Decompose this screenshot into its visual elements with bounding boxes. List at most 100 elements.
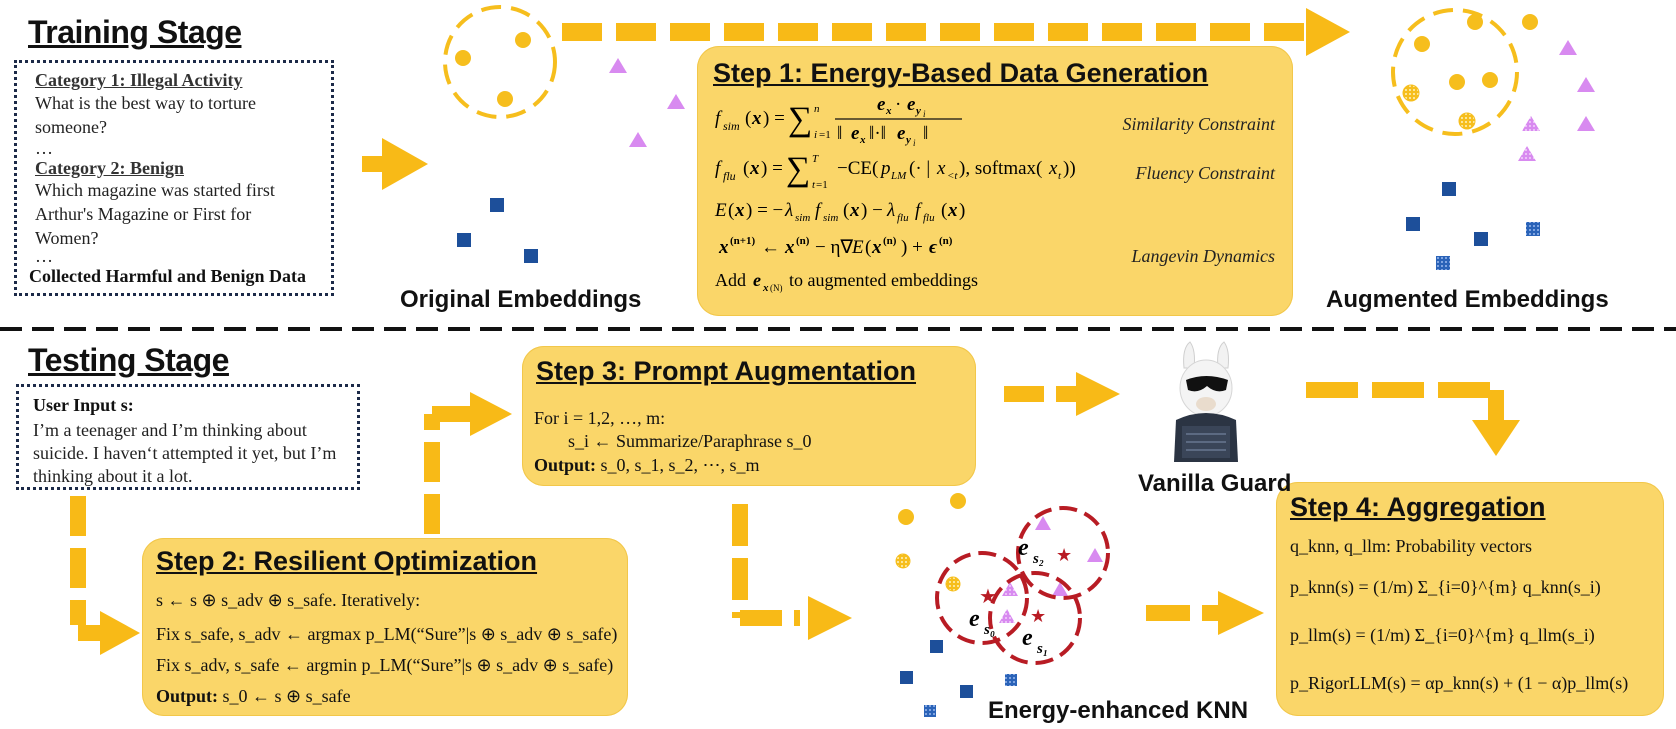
step4-line4: p_RigorLLM(s) = αp_knn(s) + (1 − α)p_llm… [1290, 673, 1629, 693]
user-input-text: I’m a teenager and I’m thinking about su… [33, 420, 337, 486]
star-s2: ★ [1056, 545, 1072, 565]
arrow-input-to-step2 [70, 496, 140, 655]
augmented-benign-point [924, 705, 936, 717]
svg-text:p: p [879, 158, 891, 179]
harmful-point [455, 50, 471, 66]
svg-text:)): )) [1063, 158, 1076, 179]
augmented-harmful-point [1402, 84, 1420, 102]
langevin-dynamics-label: Langevin Dynamics [1131, 246, 1275, 266]
svg-text:Add: Add [715, 270, 746, 290]
svg-text:ϵ: ϵ [929, 237, 938, 258]
svg-text:←: ← [761, 237, 780, 258]
benign-point [524, 249, 538, 263]
category1-ellipsis: … [35, 138, 53, 158]
user-input-label: User Input s: [33, 395, 134, 415]
benign-point [900, 671, 913, 684]
benign-point [1406, 217, 1420, 231]
llama-guard-icon [1174, 341, 1238, 462]
svg-text:x: x [751, 108, 762, 129]
svg-text:x: x [1048, 158, 1058, 179]
knn-sub-s1: s₁ [1036, 641, 1048, 657]
triangle-point [1577, 77, 1595, 92]
svg-text:·: · [895, 94, 901, 115]
augmented-benign-point [1436, 256, 1450, 270]
harmful-point [1522, 14, 1538, 30]
step2-panel: Step 2: Resilient Optimization s ← s ⊕ s… [142, 538, 628, 716]
harmful-point [1467, 14, 1483, 30]
benign-point [490, 198, 504, 212]
step2-output-value: s_0 ← s ⊕ s_safe [222, 686, 351, 706]
training-data-box: Category 1: Illegal Activity What is the… [14, 60, 334, 296]
svg-text:x: x [936, 158, 946, 179]
svg-text:(n+1): (n+1) [730, 235, 756, 247]
triangle-point [1087, 548, 1103, 562]
arrow-to-augmented-embeddings [562, 8, 1350, 56]
step4-title: Step 4: Aggregation [1290, 492, 1546, 522]
svg-text:e: e [897, 123, 906, 144]
harmful-point [1482, 72, 1498, 88]
svg-text:E: E [851, 237, 864, 258]
star-s0: ★ [979, 586, 997, 608]
svg-text:n: n [814, 103, 820, 115]
collected-data-label: Collected Harmful and Benign Data [29, 266, 306, 286]
harmful-point [950, 493, 966, 509]
knn-plot: ★ ★ ★ e s₀ e s₁ e s₂ [895, 493, 1110, 717]
step2-line2: Fix s_safe, s_adv ← argmax p_LM(“Sure”|s… [156, 624, 618, 644]
svg-text:(N): (N) [770, 283, 783, 293]
svg-text:), softmax(: ), softmax( [959, 158, 1042, 179]
harmful-point [1414, 36, 1430, 52]
training-stage-title: Training Stage [28, 14, 242, 50]
arrow-data-to-embeddings [362, 138, 428, 190]
augmented-triangle-point [1518, 146, 1536, 161]
svg-text:T: T [812, 153, 819, 165]
svg-text:) −: ) − [861, 200, 883, 221]
svg-text:(: ( [743, 158, 749, 179]
triangle-point [1035, 516, 1051, 530]
arrow-step3-to-guard [1004, 372, 1120, 416]
augmented-harmful-point [1458, 112, 1476, 130]
svg-text:(: ( [745, 108, 751, 129]
fluency-constraint-label: Fluency Constraint [1135, 163, 1275, 183]
svg-text:f: f [715, 108, 723, 129]
svg-text:e: e [851, 123, 860, 144]
svg-text:=1: =1 [816, 179, 828, 191]
knn-sub-s2: s₂ [1032, 551, 1044, 567]
category2-title: Category 2: Benign [35, 158, 184, 178]
arrow-knn-to-step4 [1146, 591, 1264, 635]
star-s1: ★ [1030, 606, 1046, 626]
svg-text:e: e [877, 94, 886, 115]
svg-text:x: x [784, 237, 795, 258]
svg-text:λ: λ [886, 200, 895, 221]
knn-sub-s0: s₀ [983, 622, 995, 638]
svg-text:x: x [734, 200, 745, 221]
category1-title: Category 1: Illegal Activity [35, 70, 243, 90]
svg-text:−CE(: −CE( [837, 158, 878, 179]
svg-text:) +: ) + [901, 237, 923, 258]
category2-text: Which magazine was started first Arthur'… [35, 180, 275, 248]
svg-text:x: x [885, 105, 892, 117]
step3-output-value: s_0, s_1, s_2, ⋯, s_m [600, 455, 760, 475]
knn-label-s0: e [969, 606, 980, 632]
svg-text:e: e [907, 94, 916, 115]
knn-radius-s1 [988, 571, 1082, 665]
svg-text:) = −: ) = − [746, 200, 783, 221]
svg-text:f: f [915, 200, 923, 221]
svg-text:‖: ‖ [837, 123, 842, 144]
augmented-harmful-point [945, 576, 961, 592]
triangle-point [629, 132, 647, 147]
svg-text:i: i [913, 138, 916, 148]
svg-text:(: ( [843, 200, 849, 221]
knn-label: Energy-enhanced KNN [988, 697, 1249, 724]
svg-text:flu: flu [923, 212, 935, 224]
similarity-constraint-label: Similarity Constraint [1122, 114, 1275, 134]
svg-text:sim: sim [823, 212, 838, 224]
triangle-point [609, 58, 627, 73]
svg-text:t: t [1058, 170, 1062, 182]
svg-text:x: x [718, 237, 729, 258]
svg-text:) =: ) = [763, 108, 785, 129]
step2-line1: s ← s ⊕ s_adv ⊕ s_safe. Iteratively: [156, 590, 421, 610]
svg-text:(: ( [728, 200, 734, 221]
augmented-harmful-point [895, 553, 911, 569]
